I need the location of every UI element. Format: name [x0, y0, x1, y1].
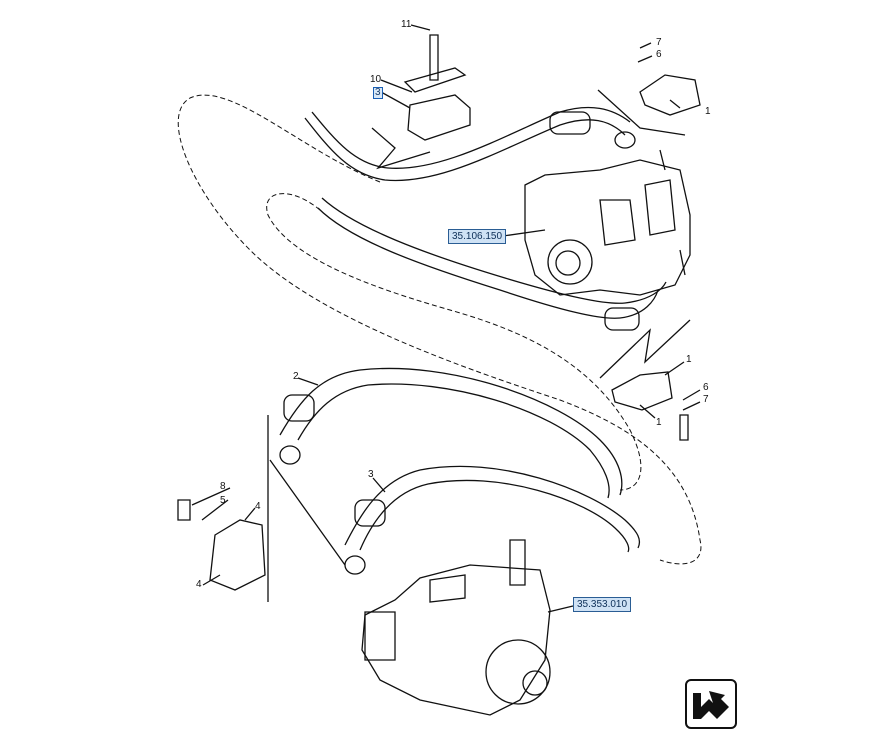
- top-bolt-11: [429, 34, 439, 81]
- callout-6-mid[interactable]: 6: [703, 382, 709, 393]
- return-arrow-button[interactable]: [685, 679, 737, 729]
- lower-pump-flange: [485, 639, 551, 705]
- upper-pump-detail: [599, 149, 686, 276]
- reference-link-35-353-010[interactable]: 35.353.010: [573, 597, 632, 612]
- upper-port-oring: [614, 131, 636, 149]
- callout-1-top[interactable]: 1: [705, 106, 711, 117]
- bolt-8: [177, 499, 191, 521]
- callout-8[interactable]: 8: [220, 481, 226, 492]
- leader-lines: [191, 24, 701, 586]
- callout-3-lower[interactable]: 3: [368, 469, 374, 480]
- callout-7-mid[interactable]: 7: [703, 394, 709, 405]
- middle-hose-fitting: [604, 307, 640, 331]
- break-line-top-left: [371, 127, 431, 170]
- hose-2-fitting: [283, 394, 315, 422]
- upper-pump-flange: [547, 239, 593, 285]
- dashed-routing-inner: [266, 193, 642, 491]
- hose-2-oring: [279, 445, 301, 465]
- hose-3-b: [359, 479, 630, 553]
- lower-split-flange: [209, 519, 266, 591]
- bolt-7-lower: [679, 414, 689, 441]
- break-line-top-right: [597, 89, 686, 136]
- break-line-mid-right: [599, 319, 691, 379]
- hose-3-a: [344, 465, 641, 549]
- upper-split-flange: [639, 74, 701, 116]
- callout-1-mid[interactable]: 1: [686, 354, 692, 365]
- lower-pump-body: [361, 564, 551, 716]
- ref-leader-bottom: [547, 605, 574, 613]
- lower-pump-detail: [364, 539, 526, 661]
- return-arrow-icon: [693, 691, 729, 719]
- reference-link-35-106-150[interactable]: 35.106.150: [448, 229, 507, 244]
- upper-hose-a: [304, 117, 626, 182]
- callout-4-upper[interactable]: 4: [255, 501, 261, 512]
- callout-2[interactable]: 2: [293, 371, 299, 382]
- callout-3-highlighted[interactable]: 3: [373, 87, 383, 99]
- break-line-left: [267, 415, 346, 602]
- upper-hose-b: [311, 106, 631, 169]
- top-clamp-block: [407, 94, 471, 141]
- dashed-routing-outer: [177, 94, 702, 565]
- callout-4-lower[interactable]: 4: [196, 579, 202, 590]
- upper-hose-fitting: [549, 111, 591, 135]
- callout-11[interactable]: 11: [401, 19, 412, 30]
- callout-5[interactable]: 5: [220, 495, 226, 506]
- upper-pump-shaft: [555, 250, 581, 276]
- hose-2-b: [297, 383, 610, 499]
- middle-hose-a: [317, 207, 659, 319]
- callout-7-top[interactable]: 7: [656, 37, 662, 48]
- ref-leader-top: [502, 229, 546, 237]
- callout-10[interactable]: 10: [370, 74, 382, 85]
- mid-split-flange: [611, 371, 673, 411]
- middle-hose-b: [321, 197, 667, 304]
- hose-3-fitting: [354, 499, 386, 527]
- upper-pump-body: [524, 159, 691, 296]
- hose-2-a: [279, 367, 623, 496]
- lower-pump-shaft: [522, 670, 548, 696]
- callout-1-lower[interactable]: 1: [656, 417, 662, 428]
- hose-3-oring: [344, 555, 366, 575]
- callout-6-top[interactable]: 6: [656, 49, 662, 60]
